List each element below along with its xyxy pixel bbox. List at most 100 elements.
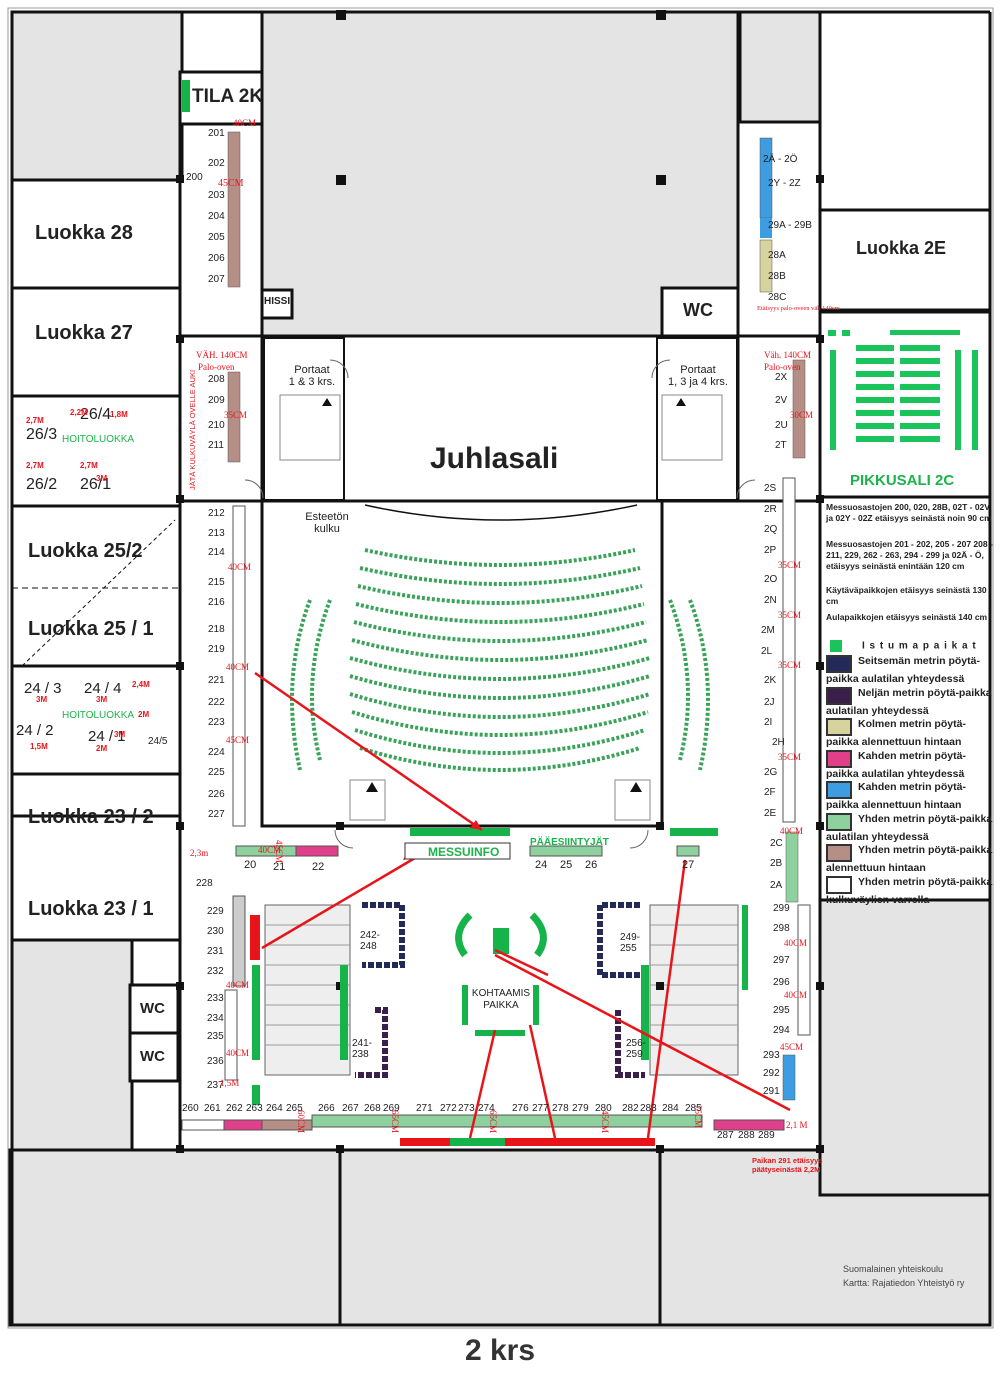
bottom-row-item: 277 — [532, 1103, 549, 1114]
right-col-item: 2A — [770, 880, 783, 891]
right-col-item: 2J — [764, 697, 775, 708]
left-col-item: 228 — [196, 878, 213, 889]
right-col-item: 2G — [764, 767, 778, 778]
esteeton-label: Esteetön kulku — [302, 511, 352, 535]
distance-label: 40CM — [784, 990, 808, 1000]
left-col-item: 236 — [207, 1056, 224, 1067]
right-col-item: 29A - 29B — [768, 220, 812, 231]
bottom-row-item: 264 — [266, 1103, 283, 1114]
credit-line1: Suomalainen yhteiskoulu — [843, 1264, 944, 1274]
legend-item: Yhden metrin pöytä-paikka kulkuväylien v… — [826, 875, 996, 907]
right-col-item: 28B — [768, 271, 786, 282]
bottom-row-item: 266 — [318, 1103, 335, 1114]
left-col-item: 216 — [208, 597, 225, 608]
meeting-point — [455, 912, 547, 1036]
left-col-item: 233 — [207, 993, 224, 1004]
messuinfo-label: MESSUINFO — [428, 845, 500, 859]
juhlasali-seating-area — [260, 499, 664, 828]
distance-label: JÄTÄ KULKUVÄYLÄ OVELLE AUKI — [188, 369, 197, 490]
left-col-item: 234 — [207, 1013, 224, 1024]
left-col-item: 229 — [207, 906, 224, 917]
auditorium-seating-rows — [290, 548, 710, 772]
right-col-item: 2Y - 2Z — [768, 178, 801, 189]
room-24 — [10, 664, 182, 776]
right-col-item: 2V — [775, 395, 788, 406]
right-col-item: 2C — [770, 838, 783, 849]
room-label-luokka-2e: Luokka 2E — [856, 238, 947, 258]
left-col-item: 214 — [208, 547, 225, 558]
legend-item: Kahden metrin pöytä-paikka alennettuun h… — [826, 781, 996, 812]
bottom-row-item: 280 — [595, 1103, 612, 1114]
room-wc-left-1 — [128, 983, 180, 1035]
room-24-4: 24 / 4 — [84, 680, 122, 697]
right-col-item: 295 — [773, 1005, 790, 1016]
distance-label: 2M — [96, 744, 108, 753]
blocks-item: 249- 255 — [620, 932, 641, 954]
front-row-item: 26 — [585, 859, 598, 871]
right-col-item: 2Q — [764, 524, 778, 535]
note-4: Aulapaikkojen etäisyys seinästä 140 cm — [826, 612, 988, 622]
right-col-item: 2K — [764, 675, 777, 686]
right-col-item: 2N — [764, 595, 777, 606]
stairs-label-right: Portaat 1, 3 ja 4 krs. — [662, 364, 734, 388]
legend-item: Yhden metrin pöytä-paikka aulatilan yhte… — [826, 812, 996, 844]
legend-item: Neljän metrin pöytä-paikka aulatilan yht… — [826, 686, 996, 718]
room-hissi — [260, 288, 294, 320]
kohtaamispaikka-line1: KOHTAAMIS — [471, 988, 531, 999]
bottom-row-item: 284 — [662, 1103, 679, 1114]
room-label-tila-2k: TILA 2K — [192, 86, 264, 107]
esteeton-line1: Esteetön — [305, 511, 349, 523]
room-label-luokka-27: Luokka 27 — [35, 322, 133, 344]
room-wc-top — [660, 286, 740, 338]
distance-label: 2,7M — [26, 461, 44, 470]
left-col-item: 230 — [207, 926, 224, 937]
left-col-item: 235 — [207, 1031, 224, 1042]
distance-label: 40CM — [233, 118, 257, 128]
left-col-item: 222 — [208, 697, 225, 708]
room-26-2: 26/2 — [26, 476, 58, 493]
bottom-row-item: 265 — [286, 1103, 303, 1114]
bottom-row-item: 273 — [458, 1103, 475, 1114]
paikka-291-line2: päätyseinästä 2,2M — [752, 1165, 821, 1174]
distance-label: 40CM — [226, 1048, 250, 1058]
right-col-item: 28A — [768, 250, 786, 261]
bottom-row-item: 261 — [204, 1103, 221, 1114]
distance-label: 1,8M — [110, 410, 128, 419]
right-col-item: 2E — [764, 808, 777, 819]
pikkusali-seats — [828, 330, 978, 450]
credit-line2: Kartta: Rajatiedon Yhteistyö ry — [843, 1278, 965, 1288]
legend-swatch — [826, 718, 852, 736]
room-label-luokka-25-2: Luokka 25/2 — [28, 540, 143, 562]
hoitoluokka-bottom: HOITOLUOKKA — [62, 710, 135, 721]
paikka-291-note: Paikan 291 etäisyys päätyseinästä 2,2M — [752, 1156, 832, 1174]
distance-label: 35CM — [224, 410, 248, 420]
right-col-item: 2L — [761, 646, 773, 657]
legend-label: Kahden metrin pöytä-paikka aulatilan yht… — [826, 749, 966, 780]
distance-label: 40CM — [228, 562, 252, 572]
bottom-row-item: 276 — [512, 1103, 529, 1114]
right-col-item: 2Ä - 2Ö — [763, 154, 798, 165]
left-col-item: 211 — [208, 440, 224, 451]
room-label-luokka-23-1: Luokka 23 / 1 — [28, 898, 154, 920]
distance-label: 45CM — [226, 735, 250, 745]
room-luokka-28 — [10, 178, 182, 290]
legend-swatch — [826, 781, 852, 799]
front-row-item: 27 — [682, 859, 695, 871]
distance-label: 35CM — [778, 752, 802, 762]
room-26 — [10, 394, 182, 508]
map-credit: Suomalainen yhteiskoulu Kartta: Rajatied… — [843, 1262, 964, 1290]
legend-item: Kolmen metrin pöytä-paikka alennettuun h… — [826, 718, 996, 749]
note-1: Messuosastojen 200, 020, 28B, 02T - 02V … — [826, 502, 992, 523]
room-26-4: 26/4 — [80, 406, 112, 423]
left-col-item: 201 — [208, 128, 225, 139]
right-col-item: 2H — [772, 737, 785, 748]
blocks-item: 242- 248 — [360, 930, 381, 952]
left-col-item: 226 — [208, 789, 225, 800]
bottom-row-item: 278 — [552, 1103, 569, 1114]
bottom-row-item: 289 — [758, 1130, 775, 1141]
legend-label: Yhden metrin pöytä-paikka kulkuväylien v… — [826, 875, 993, 906]
legend-swatch — [826, 844, 852, 862]
room-wc-left-2 — [128, 1031, 180, 1083]
front-row-item: 24 — [535, 859, 548, 871]
distance-label: 1,5M — [220, 1078, 240, 1088]
